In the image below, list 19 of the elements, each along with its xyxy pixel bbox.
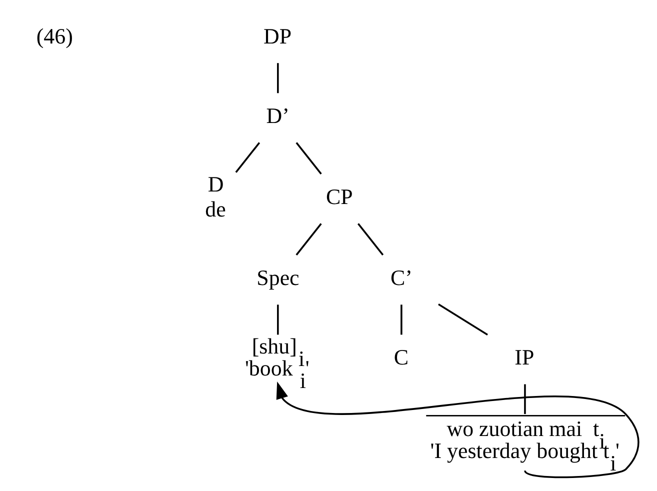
connector <box>438 303 488 336</box>
arrow <box>276 382 640 478</box>
connector <box>277 63 279 94</box>
connector <box>400 304 402 335</box>
node-text: DP <box>263 23 292 48</box>
connector <box>235 142 260 173</box>
connector <box>524 384 526 414</box>
connector <box>277 304 279 335</box>
label: (46) <box>36 23 73 48</box>
connector <box>296 223 322 256</box>
node-text: CP <box>326 184 353 210</box>
node-text: C <box>394 344 409 370</box>
node-text: Spec <box>256 265 300 290</box>
connector <box>358 223 384 256</box>
node-text: C’ <box>390 265 412 290</box>
node-text: D de <box>205 172 226 222</box>
node-text: D’ <box>266 103 290 128</box>
connector <box>296 142 322 175</box>
node-text: IP <box>514 344 534 370</box>
